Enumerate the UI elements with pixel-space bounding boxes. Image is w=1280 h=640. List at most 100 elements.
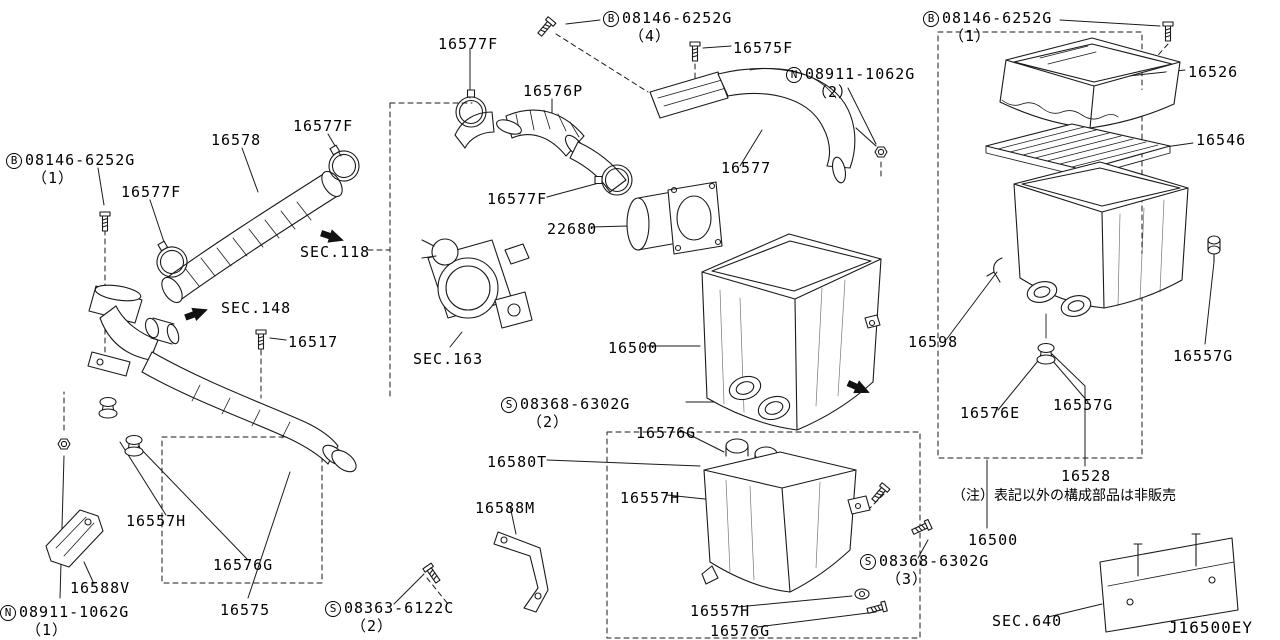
part-number-text: 16578 (211, 131, 262, 149)
part-number-text: 16500 (968, 531, 1019, 549)
part-number-text: 16557G (1173, 347, 1234, 365)
part-number-text: 16546 (1196, 131, 1247, 149)
label-16577f-c: 16577F (121, 182, 181, 202)
part-22680-air-flow-meter (626, 181, 723, 255)
label-16575: 16575 (220, 600, 270, 620)
part-number-text: 08363-6122C (344, 599, 455, 617)
part-number-text: 16517 (288, 333, 339, 351)
note-text: （注）表記以外の構成部品は非販売 (952, 486, 1176, 506)
part-number-text: 08368-6302G (879, 552, 990, 570)
quantity-text: （1） (26, 621, 69, 639)
circled-s-icon: S (325, 601, 341, 617)
label-16575f: 16575F (733, 38, 793, 58)
label-16528: 16528 (1061, 466, 1111, 486)
label-16557h-a: 16557H (620, 488, 680, 508)
part-sec148-stub (144, 317, 180, 345)
part-number-text: 16580T (487, 453, 548, 471)
label-16577f-a: 16577F (438, 34, 498, 54)
label-16577f-d: 16577F (487, 189, 547, 209)
label-16557g-right: 16557G (1173, 346, 1233, 366)
label-16546: 16546 (1196, 130, 1246, 150)
bolt-bottom-icon (865, 600, 888, 617)
part-number-text: 08911-1062G (19, 603, 130, 621)
circled-n-icon: N (0, 605, 16, 621)
nut-08911-qty1-icon (57, 438, 71, 450)
label-16576g-c: 16576G (710, 621, 770, 640)
part-16578-corrugated-hose (161, 170, 343, 304)
label-sec-118: SEC.118 (300, 242, 370, 262)
bolt-08146-qty1-left-icon (99, 211, 111, 232)
circled-n-icon: N (786, 67, 802, 83)
part-number-text: 16577 (721, 159, 772, 177)
part-number-text: 16500 (608, 339, 659, 357)
part-sec640-heat-shield (1099, 533, 1239, 633)
hardware-fasteners (57, 16, 1174, 617)
label-16580t: 16580T (487, 452, 547, 472)
part-number-text: SEC.640 (992, 612, 1063, 630)
label-16517: 16517 (288, 332, 338, 352)
label-16526: 16526 (1188, 62, 1238, 82)
part-sec163-throttle-chamber (421, 238, 533, 329)
part-number-text: 16557H (620, 489, 681, 507)
part-number-text: 08146-6252G (25, 151, 136, 169)
part-number-text: 08146-6252G (622, 9, 733, 27)
bolt-08146-qty1-right-icon (1162, 21, 1174, 42)
part-number-text: 16577F (121, 183, 182, 201)
bolt-08363-icon (422, 562, 443, 585)
circled-s-icon: S (501, 397, 517, 413)
label-16557g-mid: 16557G (1053, 395, 1113, 415)
part-number-text: 16577F (293, 117, 354, 135)
circled-b-icon: B (923, 11, 939, 27)
label-sec-163: SEC.163 (413, 349, 483, 369)
part-16576p-hose (454, 109, 627, 193)
part-number-text: （注）表記以外の構成部品は非販売 (952, 488, 1176, 504)
part-number-text: 16557H (126, 512, 187, 530)
part-number-text: 16577F (438, 35, 499, 53)
label-sec-640: SEC.640 (992, 611, 1062, 631)
label-16500-center: 16500 (608, 338, 658, 358)
quantity-text: （4） (629, 27, 672, 45)
bolt-08368-qty3-icon (910, 518, 933, 538)
part-number-text: 08368-6302G (520, 395, 631, 413)
part-number-text: 16576E (960, 404, 1021, 422)
grommet-16557h-left (98, 396, 118, 419)
part-16557g-right-stud (1207, 235, 1221, 263)
part-number-text: 16557H (690, 602, 751, 620)
part-16575-air-duct (87, 284, 357, 473)
part-number-text: 16576G (710, 622, 771, 640)
part-number-text: 16588M (475, 499, 536, 517)
label-16588v: 16588V (70, 578, 130, 598)
label-16578: 16578 (211, 130, 261, 150)
part-number-text: SEC.163 (413, 350, 484, 368)
label-16557h-b: 16557H (126, 511, 186, 531)
label-sec-148: SEC.148 (221, 298, 291, 318)
circled-b-icon: B (6, 153, 22, 169)
nut-08911-qty2-icon (874, 146, 888, 158)
circled-b-icon: B (603, 11, 619, 27)
label-16557h-c: 16557H (690, 601, 750, 621)
arrow-sec148-icon (182, 302, 211, 325)
bolt-08146-qty4-icon (535, 16, 557, 39)
part-number-text: 16576G (213, 556, 274, 574)
part-number-text: SEC.118 (300, 243, 371, 261)
label-16577: 16577 (721, 158, 771, 178)
part-16588m-bracket (493, 531, 549, 613)
quantity-text: （2） (527, 413, 570, 431)
part-16500-case-right (1013, 161, 1189, 339)
bolt-resonator-icon (869, 482, 891, 505)
part-number-text: 16576G (636, 424, 697, 442)
quantity-text: （2） (351, 617, 394, 635)
label-16577f-b: 16577F (293, 116, 353, 136)
quantity-text: （1） (32, 169, 75, 187)
label-16500-right: 16500 (968, 530, 1018, 550)
grommet-16576g-left (124, 434, 144, 457)
quantity-text: （1） (949, 27, 992, 45)
